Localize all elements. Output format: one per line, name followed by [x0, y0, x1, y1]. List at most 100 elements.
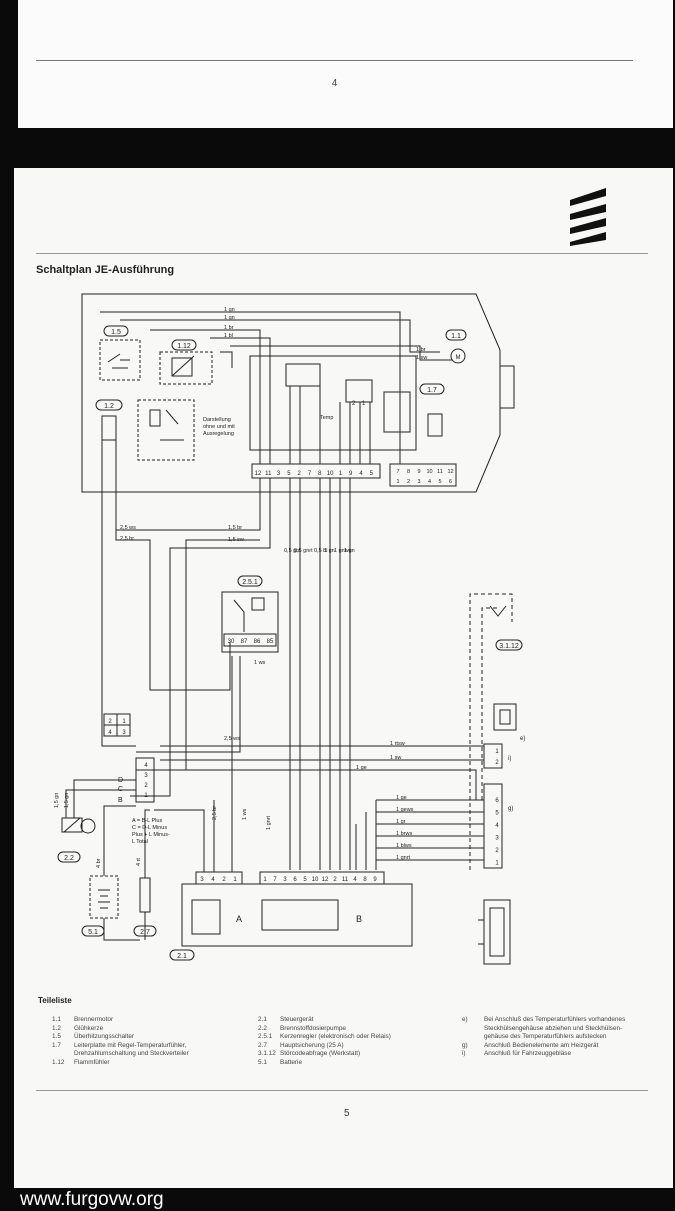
- bottom-rule: [36, 1090, 648, 1091]
- wl-11: 0,5 gn: [284, 548, 299, 554]
- legend-c3-value: Anschluß Bedienelemente am Heizgerät: [484, 1041, 599, 1049]
- plug-g: g): [508, 806, 513, 812]
- legend-c3-value: Steckhülsengehäuse abziehen und Steckhül…: [484, 1024, 623, 1032]
- c17-text: 1.7: [427, 387, 437, 394]
- abcd-4: L Total: [132, 839, 148, 845]
- operator-plug: [478, 899, 511, 965]
- c11-text: 1.1: [451, 333, 461, 340]
- wl-33: 1 ws: [242, 808, 248, 820]
- legend-c1-value: Flammfühler: [74, 1058, 110, 1066]
- darstellung-1: Darstellung: [203, 417, 231, 423]
- left-conn-pin-2: 2: [144, 783, 148, 789]
- svg-text:M: M: [456, 355, 461, 361]
- wl-25: 1 brws: [396, 831, 412, 837]
- conn-i-pin-1: 2: [495, 760, 499, 766]
- aux-bottom-5: 6: [449, 479, 452, 485]
- conn-g-pin-0: 6: [495, 798, 499, 804]
- aux-top-0: 7: [396, 469, 399, 475]
- legend-c2-value: Batterie: [280, 1058, 303, 1066]
- wl-28: 2,5 br: [212, 806, 218, 820]
- legend-c3-key: [462, 1025, 484, 1034]
- top-terminal-3: 5: [287, 471, 291, 477]
- conn-g-pin-5: 1: [495, 861, 499, 867]
- wl-15: 1 gnws: [334, 548, 352, 554]
- top-terminal-10: 4: [359, 471, 363, 477]
- switch-2: 2: [352, 401, 356, 407]
- legend-c2-key: 2.1: [258, 1016, 267, 1023]
- block-a-terminal-1: 4: [211, 877, 215, 883]
- wl-5: 1 br: [416, 347, 426, 353]
- block-b-terminal-11: 9: [373, 877, 377, 883]
- block-b-terminal-2: 3: [283, 877, 287, 883]
- legend-c3-value: Bei Anschluß des Temperaturfühlers vorha…: [484, 1016, 626, 1023]
- top-terminal-11: 5: [370, 471, 374, 477]
- legend-c3-value: Anschluß für Fahrzeuggebläse: [484, 1050, 572, 1058]
- mid-wire-labels: 2,5 ws 2,5 br 1,5 br 1,5 sw 0,5 gn 0,5 g…: [120, 525, 355, 742]
- aux-bottom-4: 5: [438, 479, 441, 485]
- wl-29: 1,5 gn: [54, 793, 60, 808]
- fan-connector: 12 i) 1 rtsw 1 sw 1 ge: [160, 741, 511, 800]
- wl-4: 1 bl: [224, 333, 233, 339]
- page-rule: [36, 60, 633, 61]
- legend-c1-value: Leiterplatte mit Regel-Temperaturfühler,: [74, 1041, 187, 1049]
- label-1-5: 1.5: [103, 325, 129, 337]
- relay-terminal-1: 87: [241, 639, 248, 645]
- plug-e: e): [520, 736, 525, 742]
- pg-3: 3: [122, 730, 126, 736]
- c112-text: 1.12: [177, 343, 191, 350]
- conn-g-pin-3: 3: [495, 836, 499, 842]
- legend-c2-row: 5.1 Batterie: [258, 1059, 391, 1068]
- block-b-terminal-6: 12: [322, 877, 329, 883]
- aux-top-1: 8: [407, 469, 410, 475]
- block-b-terminal-5: 10: [312, 877, 319, 883]
- heater-housing: [81, 293, 515, 493]
- c3112-text: 3.1.12: [499, 643, 519, 650]
- wl-34: 1 gnrt: [266, 815, 272, 830]
- block-b-terminal-4: 5: [303, 877, 307, 883]
- abcd-legend: A = B-L Plus C = D-L Minus Plus + L Minu…: [132, 818, 170, 845]
- overheat-switch: [99, 339, 141, 381]
- top-terminal-9: 9: [349, 471, 353, 477]
- battery: 5.1 4 br: [81, 805, 140, 941]
- legend-c1-key: [52, 1050, 74, 1059]
- pg-1: 1: [122, 719, 126, 725]
- legend-c2-key: 5.1: [258, 1058, 267, 1066]
- document-page: [14, 168, 673, 1188]
- top-terminal-5: 7: [308, 471, 312, 477]
- previous-page: 4: [18, 0, 673, 128]
- c12-text: 1.2: [104, 403, 114, 410]
- legend-c2-key: 2.2: [258, 1024, 267, 1032]
- c21-text: 2.1: [177, 953, 187, 960]
- plug-i: i): [508, 756, 511, 762]
- legend-c1-value: Brennermotor: [74, 1016, 114, 1023]
- control-board: 1.7 Temp 2 1: [249, 355, 445, 451]
- lcl-b: B: [118, 797, 123, 804]
- conn-g-pin-4: 2: [495, 848, 499, 854]
- wl-27: 1 gnrt: [396, 855, 411, 861]
- legend-title: Teileliste: [38, 996, 72, 1005]
- label-1-12: 1.12: [171, 339, 197, 351]
- block-b-terminal-0: 1: [263, 877, 267, 883]
- legend-c3-row: gehäuse des Temperaturfühlers aufstecken: [462, 1033, 625, 1042]
- legend-c2-value: Störcodeabfrage (Werkstatt): [280, 1050, 361, 1058]
- legend-column-3: e)Bei Anschluß des Temperaturfühlers vor…: [462, 1016, 625, 1059]
- block-a-terminal-2: 2: [222, 877, 226, 883]
- abcd-3: Plus + L Minus-: [132, 832, 170, 838]
- block-b-terminal-1: 7: [273, 877, 277, 883]
- switch-1: 1: [362, 401, 366, 407]
- wl-16: 1 gn: [344, 548, 355, 554]
- block-a-terminal-0: 3: [200, 877, 204, 883]
- legend-c2-key: 2.5.1: [258, 1033, 273, 1041]
- aux-top-5: 12: [447, 469, 453, 475]
- top-wire-labels: 1 gn 1 gn 1 br 1 bl 1 br 1 sw: [224, 307, 427, 361]
- pg-0: 2: [108, 719, 112, 725]
- temp-text: Temp: [320, 415, 333, 421]
- wl-10: 1,5 sw: [228, 537, 244, 543]
- top-terminal-0: 12: [255, 471, 262, 477]
